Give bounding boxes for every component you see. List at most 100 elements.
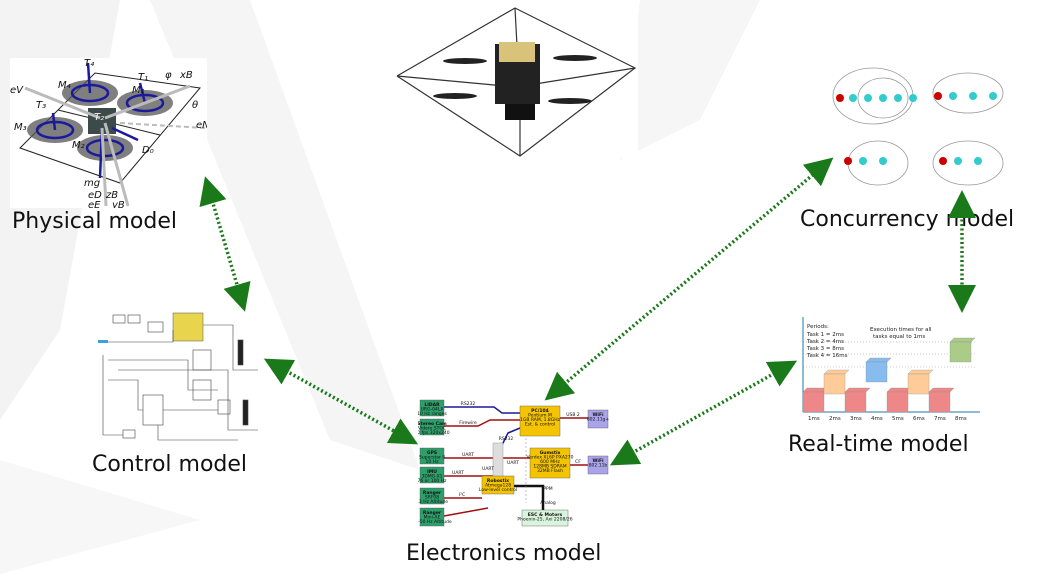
block-text: 13 Hz Altitude [418,499,448,505]
link-label: Analog [540,500,556,506]
block-text: 32MB Flash [537,468,563,474]
block-text: Superstar II [419,455,445,461]
link-label: UART [482,466,494,472]
svg-text:eE: eE [88,200,101,208]
block-text: Verdex XL6P PXA270 [527,455,574,461]
svg-text:eN: eN [196,120,207,131]
svg-text:T₄: T₄ [84,58,94,69]
block-text: IMU [427,469,437,475]
block-text: Videre STOC [418,426,446,432]
realtime-model-figure: Periods: Task 1 = 2ms Task 2 = 4ms Task … [800,312,985,427]
task-block [802,391,825,413]
task-block [928,391,951,413]
link-label: CF [575,459,581,465]
time-tick-label: 8ms [955,416,967,422]
block-text: Robostix [487,478,509,484]
svg-text:M₂: M₂ [72,140,85,151]
svg-text:eD: eD [88,190,102,201]
block-text: 600 MHz [540,459,560,465]
svg-text:T₃: T₃ [36,100,46,111]
block-text: 3DMG-X1 [421,474,442,480]
svg-text:θ: θ [192,100,198,111]
electronics-model-label: Electronics model [406,541,602,566]
block-text: Mini-AE [424,515,441,521]
block-text: 10 Hz [426,459,440,465]
quadrotor-photo [395,6,638,158]
block-text: Pentium M [528,413,552,419]
time-tick-label: 2ms [829,416,841,422]
svg-text:xB: xB [179,70,193,81]
block-text: 802.11g+ [587,417,610,423]
svg-text:eV: eV [10,85,24,96]
block-text: 128MB SDRAM [533,464,566,470]
rt-period-4: Task 4 = 16ms [806,353,848,359]
task-block-top [823,369,850,375]
link-label: RS232 [499,436,514,442]
block-text: Phoenix-25, Axi 2208/26 [517,517,572,523]
svg-text:D₀: D₀ [142,145,154,156]
rt-note-1: Execution times for all [870,327,932,333]
block-text: Atmega128 [485,483,511,489]
task-block-top [865,357,892,363]
task-block-top [907,369,934,375]
time-tick-label: 4ms [871,416,883,422]
block-text: WiFi [592,458,604,464]
link-label: USB 2 [566,412,580,418]
rt-period-2: Task 2 = 4ms [806,339,844,345]
task-block [823,373,846,395]
block-text: SRF08 [425,495,439,501]
task-block-top [928,387,955,393]
rt-period-1: Task 1 = 2ms [806,332,844,338]
block-text: 10 Hz ranges [418,411,448,417]
link-label: UART [452,470,464,476]
concurrency-model-figure [828,58,1014,198]
link-label: UART [462,452,474,458]
rt-note-2: tasks equal to 1ms [873,334,925,340]
task-block-top [844,387,871,393]
block-text: 1GB RAM, 1.8GHz [520,417,561,423]
task-block [844,391,867,413]
time-tick-label: 3ms [850,416,862,422]
block-text: 802.11b [589,463,608,469]
block-text: URG-04LX [421,407,444,413]
realtime-model-label: Real-time model [788,432,969,457]
task-block-top [949,337,976,343]
link-label: RS232 [461,401,476,407]
block-text: Ranger [423,490,442,496]
time-tick-label: 6ms [913,416,925,422]
block-text: GPS [427,450,437,456]
block-text: Ranger [423,510,442,516]
task-block [886,391,909,413]
svg-text:φ: φ [165,70,172,81]
svg-text:mg: mg [84,178,100,189]
block-text: 76 or 100 Hz [418,478,447,484]
task-block [949,341,972,363]
control-model-figure [98,310,268,445]
svg-text:M₄: M₄ [58,80,71,91]
rt-periods-title: Periods: [807,324,829,330]
svg-text:zB: zB [105,190,118,201]
block-text: ESC & Motors [528,512,563,518]
link-label: Firewire [459,420,477,426]
rt-period-3: Task 3 = 8ms [806,346,844,352]
concurrency-model-label: Concurrency model [800,207,1015,232]
block-text: LIDAR [424,402,440,408]
time-tick-label: 5ms [892,416,904,422]
svg-text:T₁: T₁ [138,72,148,83]
link-label: UART [507,460,519,466]
task-block [907,373,930,395]
task-block [865,361,888,383]
physical-model-label: Physical model [12,209,177,234]
svg-text:yB: yB [111,200,125,208]
